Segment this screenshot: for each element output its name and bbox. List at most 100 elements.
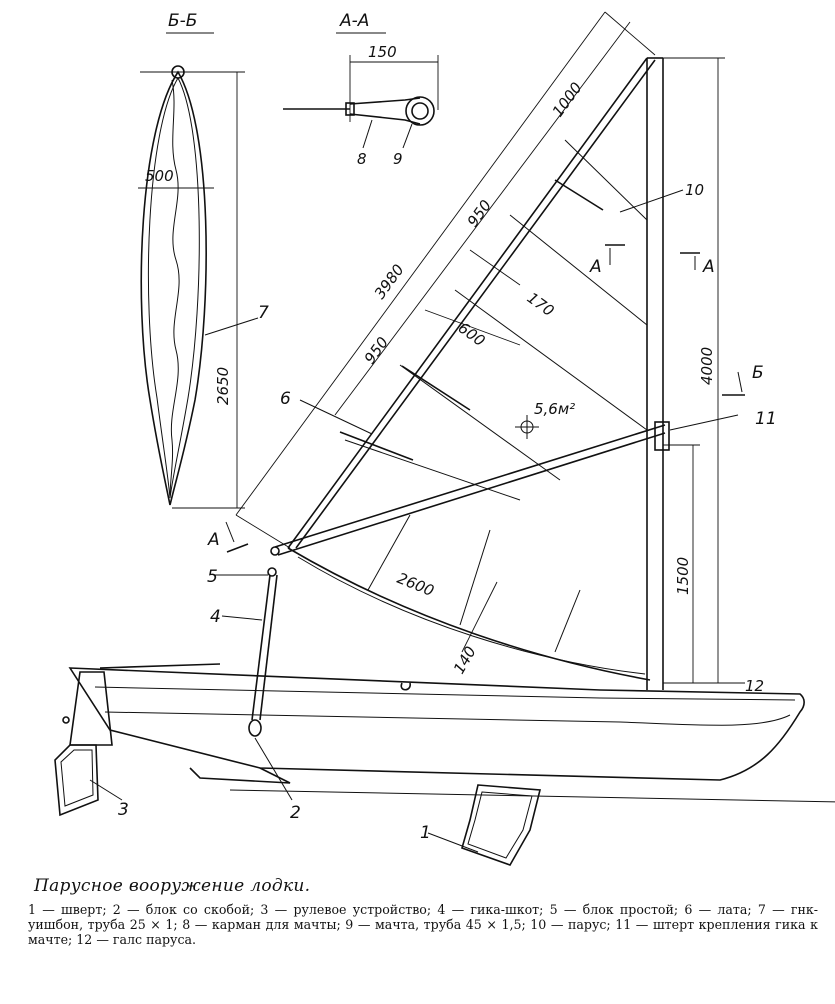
daggerboard-inner bbox=[467, 791, 533, 859]
sail-seam-6 bbox=[367, 514, 411, 591]
marker-a-right: А bbox=[702, 257, 715, 277]
part-10-label: 10 bbox=[685, 181, 704, 199]
sail-seam-7 bbox=[459, 529, 491, 626]
dim-2650-text: 2650 bbox=[214, 367, 232, 405]
section-markers: А А А Б bbox=[207, 244, 764, 553]
part-2-label: 2 bbox=[290, 803, 301, 823]
dim-3980-ext-bottom bbox=[235, 514, 291, 549]
wishbone-outer-outline bbox=[140, 70, 207, 506]
shackle-block bbox=[248, 719, 262, 737]
sail-foot bbox=[287, 547, 651, 681]
rudder-pintle bbox=[62, 716, 70, 724]
hull-outline bbox=[68, 667, 805, 781]
dim-1000-text: 1000 bbox=[549, 79, 586, 120]
simple-block bbox=[267, 567, 277, 577]
dim-150-text: 150 bbox=[368, 43, 397, 61]
wishbone-boom: 11 bbox=[270, 409, 777, 556]
sail-seam-8 bbox=[554, 589, 581, 653]
water-line bbox=[229, 789, 835, 803]
boom-clew-end bbox=[270, 546, 280, 556]
section-bb-view: Б-Б 500 2650 7 bbox=[138, 11, 269, 509]
deck-fitting bbox=[400, 682, 411, 691]
leader-1 bbox=[427, 832, 479, 853]
dim-140-text: 140 bbox=[450, 643, 480, 677]
dim-3980-text: 3980 bbox=[371, 261, 408, 302]
part-8-label: 8 bbox=[357, 150, 367, 168]
dim-170-text: 170 bbox=[524, 289, 558, 320]
part-7-label: 7 bbox=[258, 303, 269, 323]
batten-3 bbox=[339, 431, 414, 461]
hull-deck-line bbox=[94, 686, 796, 701]
section-aa-view: А-А 150 8 9 bbox=[283, 11, 439, 168]
sail-foot-inner bbox=[297, 556, 646, 675]
marker-b: Б bbox=[752, 363, 764, 383]
sail-seam-3 bbox=[454, 289, 648, 431]
dim-4000-text: 4000 bbox=[698, 347, 716, 385]
daggerboard-outline bbox=[461, 784, 542, 866]
section-aa-title: А-А bbox=[339, 11, 369, 31]
rudder-blade bbox=[54, 744, 99, 817]
marker-b-arrow bbox=[737, 371, 743, 393]
hull-sheer-line bbox=[104, 711, 791, 726]
daggerboard: 1 bbox=[420, 784, 542, 866]
leader-9 bbox=[402, 123, 413, 149]
sailboat-rigging-drawing: Б-Б 500 2650 7 А-А 150 8 9 bbox=[54, 11, 835, 866]
mast-tube-inner bbox=[411, 102, 429, 120]
sail-seam-5 bbox=[344, 439, 521, 501]
luff-dimensions: 3980 1000 950 950 170 600 bbox=[235, 11, 656, 549]
leader-10 bbox=[619, 189, 684, 213]
leader-7 bbox=[204, 317, 259, 336]
sail-area-text: 5,6м² bbox=[534, 400, 575, 418]
sail-seam-4 bbox=[399, 364, 561, 481]
dim-1500-text: 1500 bbox=[674, 557, 692, 595]
marker-a-left-bar bbox=[226, 543, 249, 553]
mast bbox=[646, 57, 664, 690]
leader-3 bbox=[89, 779, 123, 801]
dim-140-line bbox=[461, 581, 498, 653]
dim-950-1000-line bbox=[334, 21, 631, 416]
part-1-label: 1 bbox=[420, 823, 431, 843]
sheet-line-2 bbox=[259, 574, 278, 721]
rudder-blade-inner bbox=[60, 749, 94, 807]
sheet-line-1 bbox=[251, 574, 271, 721]
part-5-label: 5 bbox=[207, 567, 218, 587]
hull-keel-skeg bbox=[189, 767, 291, 784]
marker-a-mid: А bbox=[589, 257, 602, 277]
mast-tube-outer bbox=[405, 96, 435, 126]
dim-500-text: 500 bbox=[145, 167, 174, 185]
rudder-head bbox=[69, 671, 113, 746]
figure-caption: Парусное вооружение лодки. 1 — шверт; 2 … bbox=[28, 876, 818, 947]
boom-line-top bbox=[274, 424, 666, 548]
pocket-clip bbox=[345, 102, 355, 116]
leader-11 bbox=[669, 414, 739, 431]
dim-3980-ext-top bbox=[604, 11, 656, 56]
part-3-label: 3 bbox=[118, 800, 129, 820]
sail-seam-1 bbox=[564, 139, 648, 221]
section-bb-title: Б-Б bbox=[168, 11, 197, 31]
batten-1 bbox=[554, 179, 604, 211]
sail-folded-wavy-line bbox=[169, 79, 180, 499]
boom-mast-clamp bbox=[654, 421, 670, 451]
dim-2600-text: 2600 bbox=[395, 569, 437, 600]
dim-3980-line bbox=[235, 11, 606, 516]
mast-dimensions: 4000 1500 12 bbox=[663, 57, 764, 695]
hull bbox=[68, 663, 835, 803]
dim-170-line bbox=[469, 249, 521, 286]
part-6-label: 6 bbox=[280, 389, 291, 409]
leader-4 bbox=[221, 615, 263, 621]
part-9-label: 9 bbox=[393, 150, 403, 168]
part-11-label: 11 bbox=[755, 409, 777, 429]
sail-seam-2 bbox=[509, 214, 648, 326]
tiller-line bbox=[99, 663, 221, 669]
dim-600-text: 600 bbox=[455, 319, 489, 350]
caption-title: Парусное вооружение лодки. bbox=[34, 876, 311, 896]
batten-2 bbox=[401, 365, 471, 411]
boom-sheet: 5 4 2 bbox=[207, 567, 301, 823]
part-4-label: 4 bbox=[210, 607, 221, 627]
sail-luff bbox=[287, 57, 656, 549]
rudder: 3 bbox=[54, 671, 129, 820]
marker-a-left-arrow bbox=[225, 521, 235, 543]
caption-legend: 1 — шверт; 2 — блок со скобой; 3 — рулев… bbox=[28, 902, 818, 947]
leader-6 bbox=[299, 399, 373, 435]
dim-600-line bbox=[424, 309, 521, 346]
